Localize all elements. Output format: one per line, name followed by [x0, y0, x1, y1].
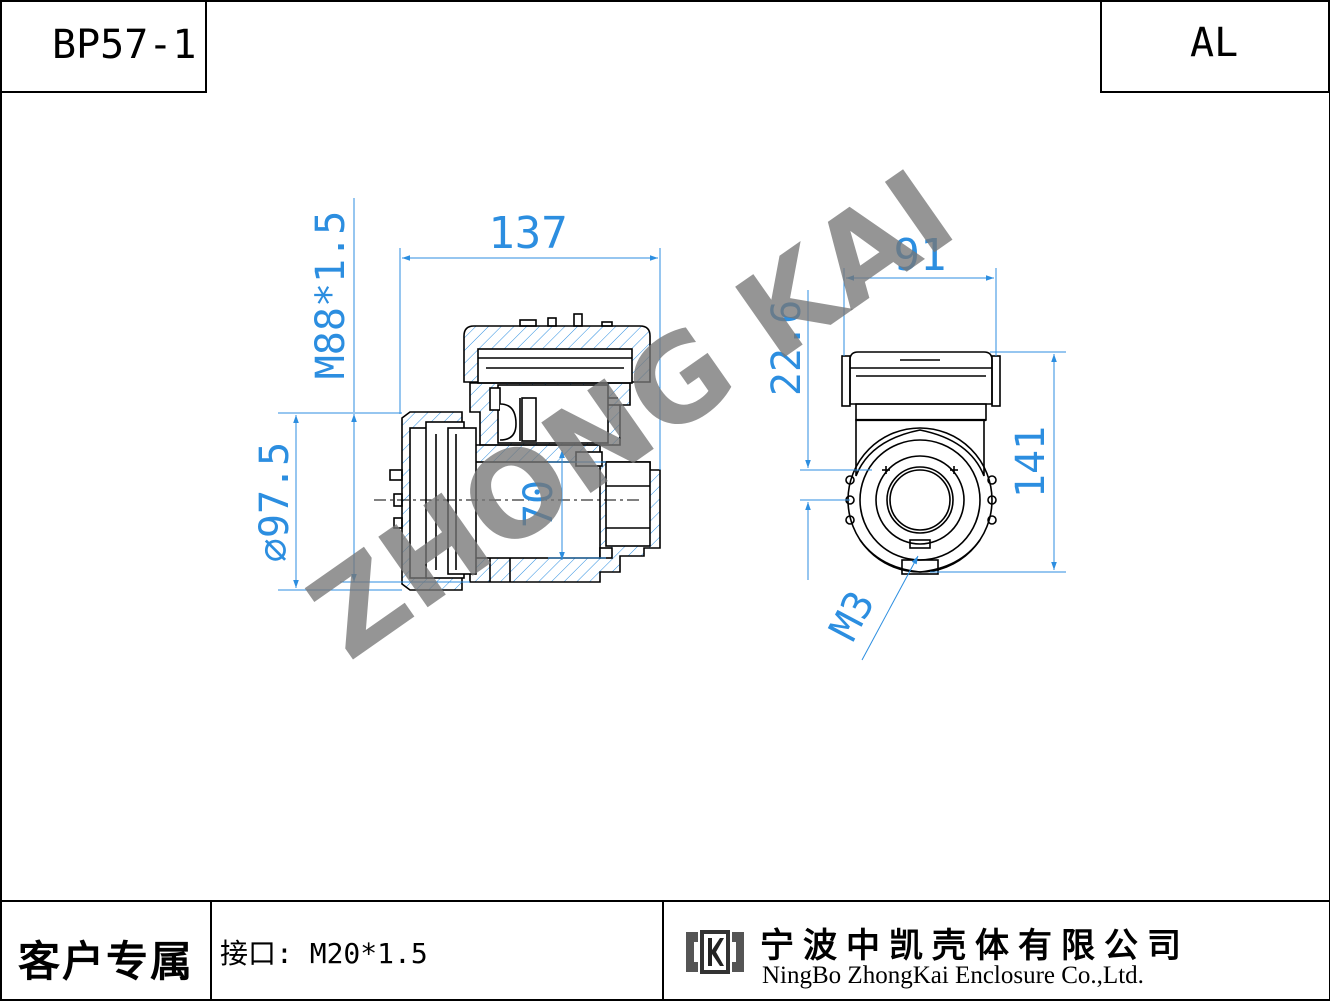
- model-number: BP57-1: [52, 22, 197, 68]
- dim-diameter: ⌀97.5: [252, 442, 298, 562]
- dim-screw: M3: [821, 584, 884, 648]
- dim-inner-height: 70: [516, 480, 562, 528]
- side-upper-body: [469, 382, 631, 446]
- front-flange: [845, 427, 997, 575]
- dimension-labels: 137 M88*1.5 ⌀97.5 70 91 22.6 141 M3: [252, 208, 1054, 648]
- front-body: [855, 403, 987, 477]
- dim-offset: 22.6: [764, 300, 810, 396]
- company-logo-icon: [686, 930, 744, 974]
- dim-side-width: 137: [488, 208, 567, 259]
- front-view: [841, 351, 1001, 575]
- owner-label: 客户专属: [18, 937, 195, 986]
- company-cell: 宁波中凯壳体有限公司 NingBo ZhongKai Enclosure Co.…: [664, 902, 1330, 1000]
- dim-front-width: 91: [894, 230, 947, 281]
- interface-cell: 接口: M20*1.5: [212, 902, 664, 1000]
- material-code: AL: [1190, 20, 1239, 66]
- company-name-cn: 宁波中凯壳体有限公司: [760, 926, 1190, 966]
- dimension-lines: [278, 198, 1066, 661]
- owner-cell: 客户专属: [0, 902, 212, 1000]
- dim-front-height: 141: [1008, 426, 1054, 498]
- dim-thread: M88*1.5: [308, 211, 354, 380]
- side-lid: [463, 313, 651, 384]
- side-flange: [389, 411, 477, 591]
- company-name-en: NingBo ZhongKai Enclosure Co.,Ltd.: [762, 962, 1144, 989]
- front-lid: [841, 351, 1001, 407]
- material-cell: AL: [1100, 0, 1330, 93]
- technical-drawing: 137 M88*1.5 ⌀97.5 70 91 22.6 141 M3 ZHON…: [252, 143, 1066, 685]
- title-block: 客户专属 接口: M20*1.5 宁波中凯壳体有限公司 NingBo Zhong…: [0, 900, 1330, 1002]
- side-view: [374, 313, 661, 591]
- interface-spec: 接口: M20*1.5: [220, 937, 428, 970]
- model-cell: BP57-1: [0, 0, 207, 93]
